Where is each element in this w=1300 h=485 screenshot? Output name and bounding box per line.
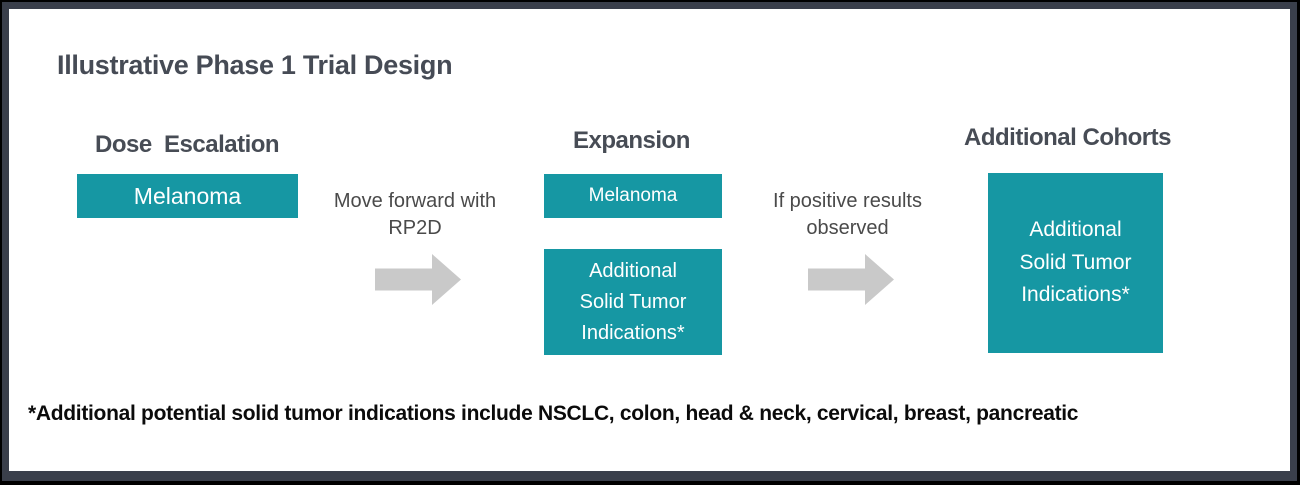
trial-box-melanoma-escalation: Melanoma <box>77 174 298 218</box>
stage-header-additional-cohorts: Additional Cohorts <box>964 124 1171 151</box>
connector-label-positive-results: If positive results observed <box>773 190 922 239</box>
footnote: *Additional potential solid tumor indica… <box>28 402 1079 425</box>
trial-box-additional-solid-tumor-expansion: Additional Solid Tumor Indications* <box>544 249 722 355</box>
stage-header-dose-escalation: Dose Escalation <box>95 131 280 158</box>
right-arrow-icon <box>808 254 894 305</box>
right-arrow-icon <box>375 254 461 305</box>
trial-box-melanoma-expansion: Melanoma <box>544 174 722 218</box>
connector-label-rp2d: Move forward with RP2D <box>333 190 497 239</box>
trial-box-additional-solid-tumor-cohorts: Additional Solid Tumor Indications* <box>988 173 1163 353</box>
stage-header-expansion: Expansion <box>573 127 690 154</box>
page-title: Illustrative Phase 1 Trial Design <box>57 50 453 80</box>
